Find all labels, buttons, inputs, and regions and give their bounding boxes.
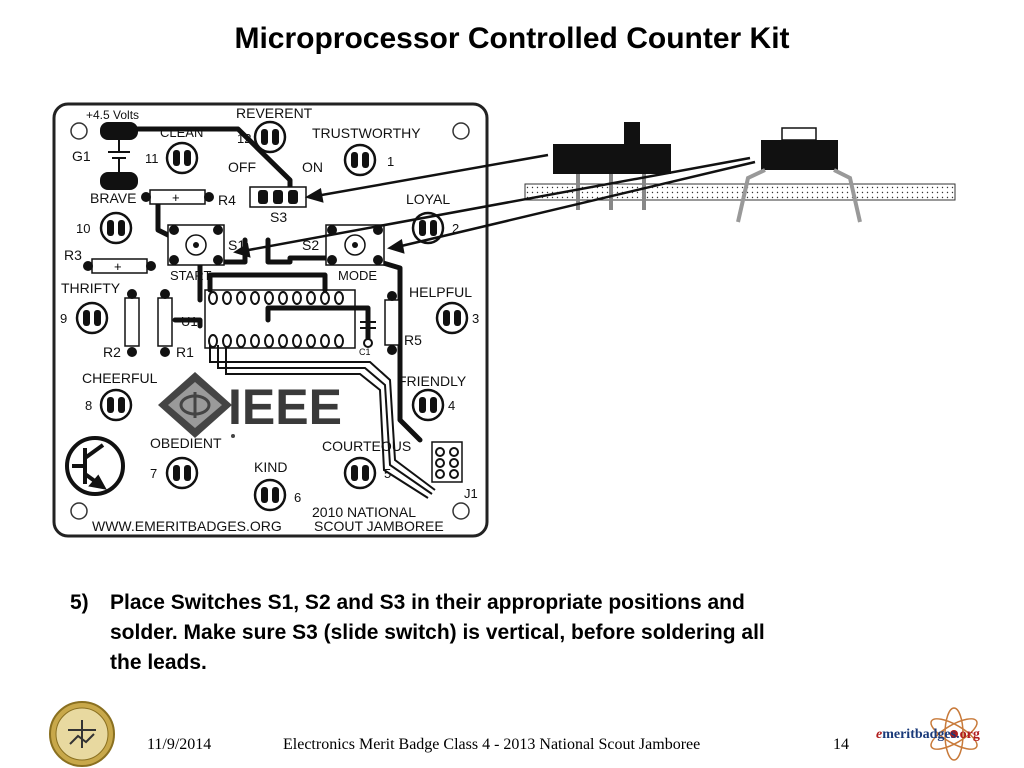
label-n3: 3	[472, 311, 479, 326]
label-friendly: FRIENDLY	[398, 373, 467, 389]
label-u1: U1	[181, 314, 198, 329]
label-start: START	[170, 268, 211, 283]
pushbutton-side	[736, 127, 862, 223]
mounting-hole	[452, 122, 470, 140]
step-number: 5)	[70, 591, 89, 614]
label-n7: 7	[150, 466, 157, 481]
label-n1: 1	[387, 154, 394, 169]
label-obedient: OBEDIENT	[150, 435, 222, 451]
label-r2: R2	[103, 344, 121, 360]
ic-u1-outline	[204, 289, 356, 349]
label-loyal: LOYAL	[406, 191, 450, 207]
footer-date: 11/9/2014	[147, 736, 212, 753]
emeritbadges-logo-text: emeritbadges.org	[876, 727, 980, 743]
label-n4: 4	[448, 398, 455, 413]
label-r3: R3	[64, 247, 82, 263]
label-r5: R5	[404, 332, 422, 348]
label-n8: 8	[85, 398, 92, 413]
atom-logo-icon	[930, 707, 978, 761]
label-power: +4.5 Volts	[86, 108, 139, 122]
connector-j1	[431, 441, 463, 483]
label-n12: 12	[237, 131, 251, 146]
led-pads	[75, 120, 469, 512]
slide-title: Microprocessor Controlled Counter Kit	[234, 22, 790, 55]
label-n9: 9	[60, 311, 67, 326]
label-url: WWW.EMERITBADGES.ORG	[92, 518, 282, 534]
label-n6: 6	[294, 490, 301, 505]
label-brave: BRAVE	[90, 190, 136, 206]
slide-switch-side	[553, 122, 671, 210]
label-event-line2: SCOUT JAMBOREE	[314, 518, 444, 534]
battery-terminal	[100, 122, 138, 140]
ieee-logo	[158, 372, 235, 438]
label-courteous: COURTEOUS	[322, 438, 411, 454]
svg-text:+: +	[172, 190, 180, 205]
pushbutton-s1-outline	[167, 224, 225, 266]
label-n2: 2	[452, 221, 459, 236]
label-reverent: REVERENT	[236, 105, 313, 121]
merit-badge-icon	[49, 701, 115, 767]
label-event-line1: 2010 NATIONAL	[312, 504, 416, 520]
label-kind: KIND	[254, 459, 287, 475]
label-mode: MODE	[338, 268, 377, 283]
step-text: Place Switches S1, S2 and S3 in their ap…	[110, 591, 765, 674]
label-trustworthy: TRUSTWORTHY	[312, 125, 421, 141]
mounting-hole	[70, 502, 88, 520]
label-helpful: HELPFUL	[409, 284, 472, 300]
label-clean: CLEAN	[160, 125, 203, 140]
label-c1: C1	[359, 347, 371, 357]
label-g1: G1	[72, 148, 91, 164]
label-s2: S2	[302, 237, 319, 253]
label-on: ON	[302, 159, 323, 175]
footer-title: Electronics Merit Badge Class 4 - 2013 N…	[283, 736, 701, 753]
resistors: + +	[83, 189, 400, 357]
label-n5: 5	[384, 466, 391, 481]
label-cheerful: CHEERFUL	[82, 370, 158, 386]
logo-text-prefix: e	[876, 727, 883, 742]
mounting-hole	[452, 502, 470, 520]
label-n11: 11	[145, 151, 159, 166]
logo-text-middle: meritbadges.	[882, 727, 960, 742]
label-r4: R4	[218, 192, 236, 208]
pcb-diagram: + +	[52, 102, 956, 538]
pcb-traces-thin	[209, 345, 436, 499]
battery-terminal	[100, 172, 138, 190]
label-thrifty: THRIFTY	[61, 280, 121, 296]
label-j1: J1	[464, 486, 478, 501]
page-number: 14	[833, 736, 849, 753]
label-r1: R1	[176, 344, 194, 360]
pushbutton-s2-outline	[325, 224, 385, 266]
label-off: OFF	[228, 159, 256, 175]
svg-text:+: +	[114, 259, 122, 274]
callout-arrows	[233, 153, 756, 258]
transistor-symbol	[65, 436, 125, 496]
label-n10: 10	[76, 221, 90, 236]
logo-text-suffix: org	[959, 727, 980, 742]
label-s3: S3	[270, 209, 287, 225]
mounting-hole	[70, 122, 88, 140]
capacitor-c1	[360, 310, 376, 348]
label-ieee: IEEE	[228, 379, 342, 435]
pcb-side-view	[524, 183, 956, 201]
